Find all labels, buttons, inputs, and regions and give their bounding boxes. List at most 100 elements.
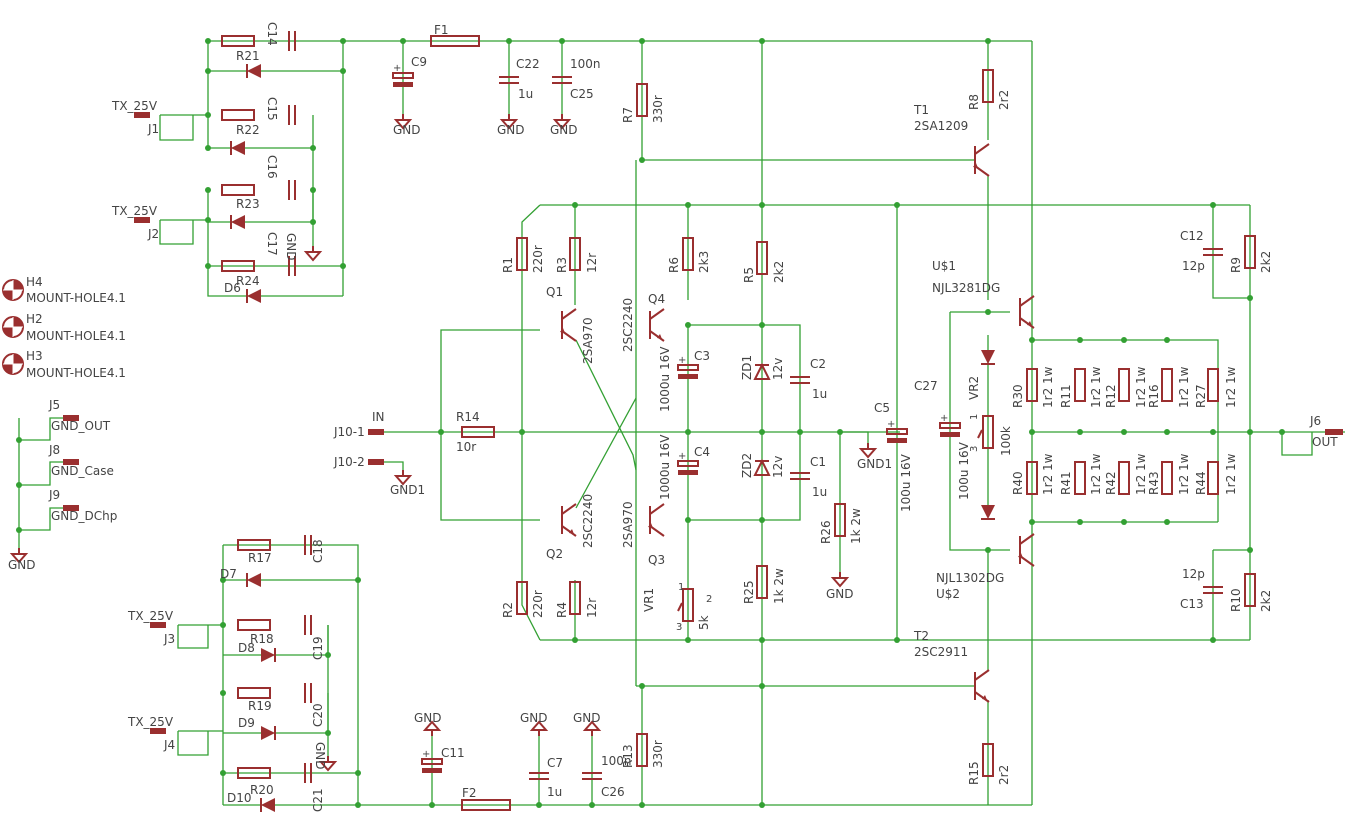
mount-hole-h3 xyxy=(2,353,24,375)
svg-text:+: + xyxy=(887,419,895,430)
c22-value: 1u xyxy=(518,87,533,101)
u1-value: NJL3281DG xyxy=(932,281,1000,295)
r27-label: R27 xyxy=(1194,384,1208,408)
vr1-pin1: 1 xyxy=(678,582,684,593)
r26-label: R25 xyxy=(742,580,756,604)
capacitor-c21 xyxy=(304,763,312,783)
diode-d6a xyxy=(230,141,245,155)
pad-j4 xyxy=(150,728,166,734)
c2-value: 1u xyxy=(812,387,827,401)
c2-label: C2 xyxy=(810,357,826,371)
h3-value: MOUNT-HOLE4.1 xyxy=(26,366,126,380)
c18-label: C18 xyxy=(311,539,325,563)
r3-label: R3 xyxy=(555,257,569,273)
pad-j2 xyxy=(134,217,150,223)
resistor-r22 xyxy=(221,109,255,121)
c3-value: 1000u 16V xyxy=(658,346,672,412)
j1-label: J1 xyxy=(147,122,159,136)
resistor-emitter-lower-5 xyxy=(1207,461,1219,495)
r2-value: 220r xyxy=(531,590,545,618)
vr2-pin1: 1 xyxy=(969,414,980,420)
c25-value: 100n xyxy=(570,57,601,71)
zd2-value: 12v xyxy=(771,456,785,478)
pad-j3 xyxy=(150,622,166,628)
pad-j6 xyxy=(1325,429,1343,435)
r7-value: 330r xyxy=(651,95,665,123)
capacitor-c27: + xyxy=(939,413,961,437)
labels: C14 R21 C15 R22 C16 R23 C17 R24 D6 GND T… xyxy=(8,22,1338,812)
c4-value: 1000u 16V xyxy=(658,434,672,500)
r1-value: 220r xyxy=(531,245,545,273)
u2-label: U$2 xyxy=(936,587,960,601)
vr2-value: 100k xyxy=(999,426,1013,456)
resistor-r17 xyxy=(237,539,271,551)
out-label: OUT xyxy=(1312,435,1338,449)
j10-2-label: J10-2 xyxy=(333,455,365,469)
svg-text:+: + xyxy=(393,63,401,74)
r44-value: 1r2 1w xyxy=(1224,453,1238,495)
r30-label: R30 xyxy=(1011,384,1025,408)
r13-value: 330r xyxy=(651,740,665,768)
r43-label: R43 xyxy=(1147,471,1161,495)
vr2-pin3: 3 xyxy=(969,446,980,452)
r5-value: 10r xyxy=(456,440,476,454)
gnd-c22-label: GND xyxy=(497,123,525,137)
mount-hole-h4 xyxy=(2,279,24,301)
pad-j10-2 xyxy=(368,459,384,465)
resistor-emitter-lower-1 xyxy=(1026,461,1038,495)
zd1-label: ZD1 xyxy=(740,355,754,380)
pad-j1 xyxy=(134,112,150,118)
r9-value: 2k2 xyxy=(1259,251,1273,273)
c15-label: C15 xyxy=(265,97,279,121)
r15-label: R15 xyxy=(967,761,981,785)
resistor-r14 xyxy=(834,503,846,537)
r4-value: 12r xyxy=(585,598,599,618)
c21-label: C21 xyxy=(311,788,325,812)
r10-value: 2k2 xyxy=(1259,590,1273,612)
r26-value: 1k 2w xyxy=(772,568,786,604)
resistor-r21 xyxy=(221,35,255,47)
c25-label: C25 xyxy=(570,87,594,101)
u1-label: U$1 xyxy=(932,259,956,273)
c5-label: C5 xyxy=(874,401,890,415)
c19-label: C19 xyxy=(311,636,325,660)
gnd-c7-label: GND xyxy=(520,711,548,725)
resistor-emitter-upper-3 xyxy=(1118,368,1130,402)
h3-label: H3 xyxy=(26,349,43,363)
resistor-r7 xyxy=(636,83,648,117)
u2-value: NJL1302DG xyxy=(936,571,1004,585)
resistor-r18 xyxy=(237,619,271,631)
vr2-label: VR2 xyxy=(967,376,981,400)
diode-d8 xyxy=(261,648,276,662)
j5-label: J5 xyxy=(48,398,60,412)
d10-label: D10 xyxy=(227,791,252,805)
gnd-left-label: GND xyxy=(8,558,36,572)
resistor-emitter-upper-4 xyxy=(1161,368,1173,402)
ground-left xyxy=(9,548,29,564)
r40-label: R40 xyxy=(1011,471,1025,495)
zd1-value: 12v xyxy=(771,358,785,380)
capacitor-c25 xyxy=(552,76,572,84)
resistor-r4 xyxy=(569,581,581,615)
r11-value: 1r2 1w xyxy=(1089,366,1103,408)
zd2-label: ZD2 xyxy=(740,453,754,478)
r40-value: 1r2 1w xyxy=(1041,453,1055,495)
j10-1-label: J10-1 xyxy=(333,425,365,439)
c7-value: 1u xyxy=(547,785,562,799)
ground-c26 xyxy=(582,720,602,736)
resistor-r24 xyxy=(221,260,255,272)
capacitor-c18 xyxy=(304,535,312,555)
r24-label: R24 xyxy=(236,274,260,288)
q2-label: Q2 xyxy=(546,547,563,561)
r8-label: R8 xyxy=(967,94,981,110)
r16-value: 1r2 1w xyxy=(1177,366,1191,408)
j3-label: J3 xyxy=(163,632,175,646)
gnd-c9-label: GND xyxy=(393,123,421,137)
r21-label: R21 xyxy=(236,49,260,63)
gnd-c11-label: GND xyxy=(414,711,442,725)
resistor-r25 xyxy=(756,241,768,275)
capacitor-c19 xyxy=(304,615,312,635)
capacitor-c16 xyxy=(288,180,296,200)
r41-label: R41 xyxy=(1059,471,1073,495)
